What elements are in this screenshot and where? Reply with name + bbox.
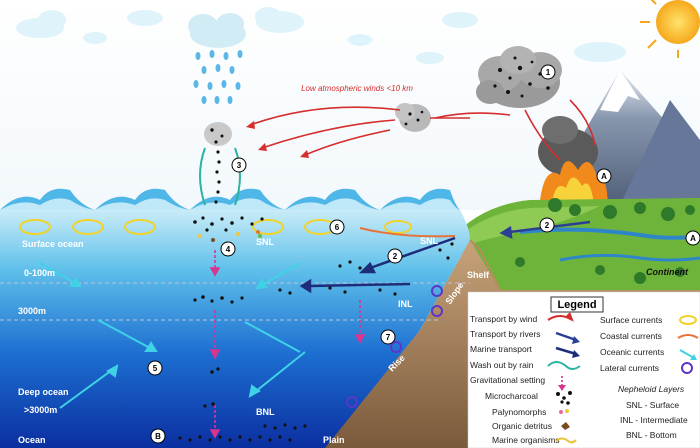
marker-2-land: 2: [539, 217, 555, 233]
continent-label: Continent: [646, 267, 689, 277]
legend-panel: Legend Transport by wind Transport by ri…: [467, 291, 700, 448]
rain-cloud: [188, 13, 246, 48]
inl-label: INL: [398, 299, 413, 309]
surface-waves: [0, 188, 460, 210]
marker-1: 1: [540, 64, 556, 80]
gravity-arrows: [209, 250, 366, 439]
legend-inl-text: INL - Intermediate: [620, 415, 688, 425]
shelf-label: Shelf: [467, 270, 490, 280]
legend-coastal-currents-text: Coastal currents: [600, 331, 662, 341]
wind-transport-arrows: [249, 99, 596, 161]
legend-gravity-icon: [558, 376, 566, 391]
trees: [515, 198, 695, 284]
legend-gravity-text: Gravitational setting: [470, 375, 545, 385]
shelf-edge: [469, 239, 501, 291]
marker-a-river: A: [685, 230, 700, 246]
legend-marine-organisms-icon: [555, 437, 577, 444]
legend-wind-icon: [547, 312, 574, 322]
legend-bnl-text: BNL - Bottom: [626, 430, 677, 440]
legend-organic-detritus-icon: [561, 422, 570, 430]
surface-ocean-label: Surface ocean: [22, 239, 84, 249]
svg-text:6: 6: [335, 223, 340, 232]
legend-title: Legend: [557, 299, 596, 311]
deep-ocean-label: Deep ocean: [18, 387, 69, 397]
legend-coastal-currents-icon: [677, 334, 699, 339]
marine-transport-arrows: [299, 236, 456, 294]
svg-text:5: 5: [153, 364, 158, 373]
svg-text:2: 2: [393, 252, 398, 261]
svg-text:A: A: [690, 234, 696, 243]
svg-text:4: 4: [226, 245, 231, 254]
marker-b: B: [150, 428, 166, 444]
legend-marine-organisms-text: Marine organisms: [492, 435, 560, 445]
continent-land: [450, 198, 700, 290]
plain-label: Plain: [323, 435, 345, 445]
fire-icon: [538, 116, 608, 205]
marker-5: 5: [147, 360, 163, 376]
ocean-body: [0, 210, 470, 448]
wind-note-text: Low atmospheric winds <10 km: [301, 84, 413, 93]
legend-palynomorphs-icon: [559, 409, 569, 414]
svg-text:7: 7: [386, 333, 391, 342]
marker-3: 3: [231, 157, 247, 173]
svg-text:B: B: [155, 432, 161, 441]
legend-lateral-currents-text: Lateral currents: [600, 363, 659, 373]
wind-arrowheads: [246, 121, 309, 158]
sun-icon: [640, 0, 700, 58]
legend-rain-text: Wash out by rain: [470, 360, 534, 370]
svg-text:1: 1: [546, 68, 551, 77]
washout-column: [199, 122, 241, 206]
legend-organic-detritus-text: Organic detritus: [492, 421, 552, 431]
depth-0-100-label: 0-100m: [24, 268, 55, 278]
sky-clouds: [16, 7, 626, 64]
marker-7: 7: [380, 329, 396, 345]
marker-a-fire: A: [596, 168, 612, 184]
legend-wind-text: Transport by wind: [470, 314, 538, 324]
snl-lower-label: SNL: [420, 236, 439, 246]
legend-rivers-icon: [555, 331, 580, 344]
depth-3000-label: 3000m: [18, 306, 46, 316]
bnl-label: BNL: [256, 407, 275, 417]
smoke-cloud: [476, 46, 562, 108]
legend-oceanic-currents-icon: [679, 349, 697, 360]
drifting-cloud: [395, 103, 431, 132]
legend-surface-currents-icon: [679, 315, 697, 325]
marker-4: 4: [220, 241, 236, 257]
snl-upper-label: SNL: [256, 237, 275, 247]
legend-microcharcoal-text: Microcharcoal: [485, 391, 538, 401]
svg-text:2: 2: [545, 221, 550, 230]
legend-snl-text: SNL - Surface: [626, 400, 679, 410]
legend-lateral-currents-icon: [681, 362, 693, 374]
oceanic-current-arrows: [39, 262, 306, 409]
legend-nepheloid-title: Nepheloid Layers: [618, 384, 685, 394]
lateral-current-loops: [346, 285, 443, 408]
legend-rivers-text: Transport by rivers: [470, 329, 541, 339]
legend-marine-text: Marine transport: [470, 344, 533, 354]
particle-clusters: [178, 216, 454, 442]
legend-marine-icon: [555, 346, 580, 358]
legend-microcharcoal-icon: [556, 391, 572, 405]
legend-rain-icon: [547, 361, 581, 370]
legend-surface-currents-text: Surface currents: [600, 315, 662, 325]
organic-detritus: [198, 230, 263, 242]
ocean-label: Ocean: [18, 435, 46, 445]
depth-gt3000-label: >3000m: [24, 405, 57, 415]
legend-palynomorphs-text: Palynomorphs: [492, 407, 546, 417]
marker-6: 6: [329, 219, 345, 235]
wind-note-label: Low atmospheric winds <10 km: [301, 84, 413, 93]
marker-2-ocean: 2: [387, 248, 403, 264]
coastal-current: [359, 227, 456, 238]
legend-oceanic-currents-text: Oceanic currents: [600, 347, 664, 357]
svg-text:3: 3: [237, 161, 242, 170]
rain-drops: [193, 50, 243, 104]
svg-text:A: A: [601, 172, 607, 181]
